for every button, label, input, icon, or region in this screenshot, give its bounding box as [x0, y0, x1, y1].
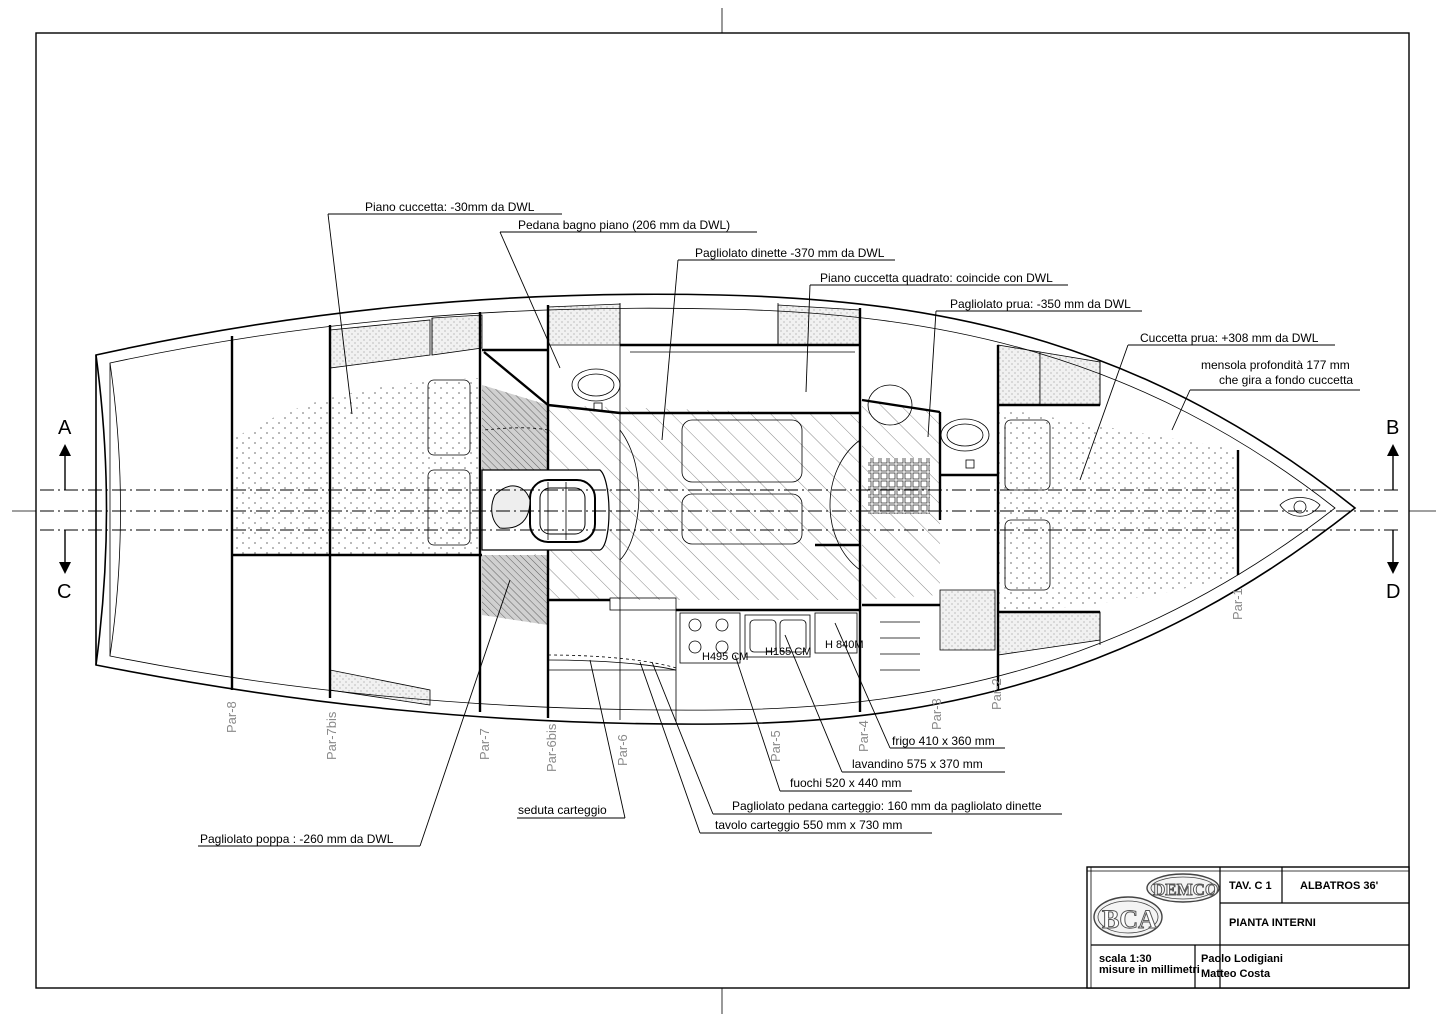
frame-label: Par-6 [615, 734, 630, 766]
boat-name: ALBATROS 36' [1300, 880, 1379, 892]
frame-label: Par-1 [1230, 588, 1245, 620]
note-pagliolato-prua: Pagliolato prua: -350 mm da DWL [950, 297, 1131, 311]
note-mensola-1: mensola profondità 177 mm [1201, 358, 1350, 372]
hull: H495 CM H165 CM H 840M [95, 293, 1357, 725]
note-fuochi: fuochi 520 x 440 mm [790, 776, 901, 790]
demco-bca-logo: DEMCO BCA [1093, 873, 1220, 938]
aft-floor-hatch-bottom [482, 555, 548, 625]
frame-label: Par-3 [929, 698, 944, 730]
note-frigo: frigo 410 x 360 mm [892, 734, 995, 748]
author-1: Paolo Lodigiani [1201, 953, 1283, 965]
frame-label: Par-4 [856, 720, 871, 752]
note-piano-cuccetta: Piano cuccetta: -30mm da DWL [365, 200, 535, 214]
logo-demco-text: DEMCO [1153, 880, 1218, 899]
frame-label: Par-6bis [544, 723, 559, 772]
note-piano-cuccetta-quadrato: Piano cuccetta quadrato: coincide con DW… [820, 271, 1053, 285]
forward-berth-fill [998, 408, 1238, 612]
units-text: misure in millimetri [1099, 964, 1200, 976]
note-pedana-bagno: Pedana bagno piano (206 mm da DWL) [518, 218, 730, 232]
drawing-title: PIANTA INTERNI [1229, 917, 1316, 929]
mast-step-grid [868, 458, 930, 514]
sheet-number: TAV. C 1 [1229, 880, 1272, 892]
section-label-b: B [1386, 417, 1399, 439]
scale-text: scala 1:30 [1099, 953, 1152, 965]
author-2: Matteo Costa [1201, 968, 1271, 980]
frame-label: Par-8 [224, 701, 239, 733]
frame-label: Par-7 [477, 728, 492, 760]
sheet-border [35, 32, 1410, 989]
aft-berth-fill [232, 378, 480, 555]
sink-height-mark: H165 CM [765, 646, 811, 658]
note-mensola-2: che gira a fondo cuccetta [1219, 373, 1353, 387]
section-label-c: C [57, 581, 71, 603]
note-pagliolato-pedana: Pagliolato pedana carteggio: 160 mm da p… [732, 799, 1042, 813]
note-pagliolato-dinette: Pagliolato dinette -370 mm da DWL [695, 246, 885, 260]
frame-label: Par-2 [989, 678, 1004, 710]
note-tavolo: tavolo carteggio 550 mm x 730 mm [715, 818, 902, 832]
logo-bca-text: BCA [1102, 905, 1157, 934]
dinette-floor-fill [532, 405, 860, 600]
title-block: DEMCO BCA TAV. C 1 ALBATROS 36' PIANTA I… [1086, 866, 1410, 989]
section-label-d: D [1386, 581, 1400, 603]
stove-height-mark: H495 CM [702, 651, 748, 663]
frame-label: Par-7bis [324, 711, 339, 760]
note-seduta: seduta carteggio [518, 803, 607, 817]
note-lavandino: lavandino 575 x 370 mm [852, 757, 983, 771]
annotations: Piano cuccetta: -30mm da DWL Pedana bagn… [200, 200, 1353, 846]
leader-lines [198, 213, 1360, 847]
note-pagliolato-poppa: Pagliolato poppa : -260 mm da DWL [200, 832, 394, 846]
section-label-a: A [58, 417, 72, 439]
note-cuccetta-prua: Cuccetta prua: +308 mm da DWL [1140, 331, 1319, 345]
frame-labels: Par-8 Par-7bis Par-7 Par-6bis Par-6 Par-… [224, 588, 1245, 772]
frame-label: Par-5 [768, 730, 783, 762]
section-arrows [59, 444, 1399, 574]
